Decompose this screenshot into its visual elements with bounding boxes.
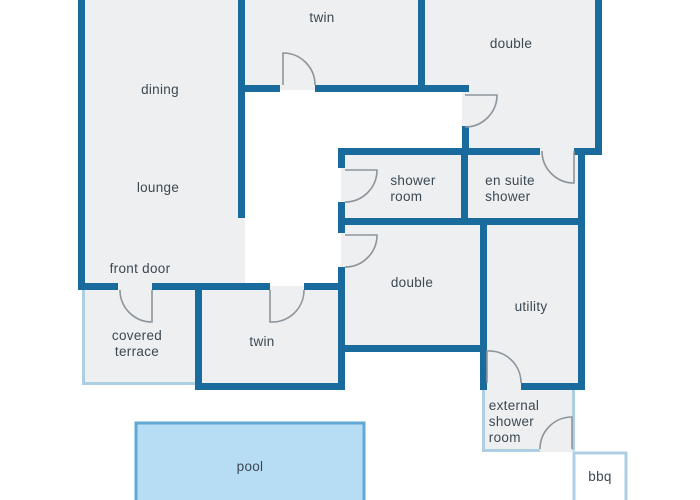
pool-area [134,421,366,500]
door-external-shower [539,416,573,450]
room-en-suite [468,151,582,222]
terrace-border [82,290,195,385]
label-covered-terrace: covered terrace [111,328,163,359]
door-twin-bottom [269,289,305,323]
label-external-shower-room: external shower room [488,398,540,445]
room-covered-terrace [82,286,198,385]
outdoor-structures [82,290,628,500]
door-shower-room [344,169,378,203]
label-double-mid: double [390,275,434,291]
room-fills [80,0,599,452]
walls [78,0,602,390]
label-lounge: lounge [136,180,180,196]
door-en-suite [541,150,575,184]
room-double-top-lower [462,92,599,153]
room-shower [341,151,461,222]
label-pool: pool [236,459,264,475]
door-swings [119,52,575,450]
door-utility [486,350,522,384]
label-dining: dining [141,82,179,98]
room-utility [484,222,582,387]
door-twin-top [282,52,316,86]
room-double-top [421,0,599,92]
bbq-area [572,451,628,500]
label-double-top: double [489,36,533,52]
label-twin-bottom: twin [249,334,275,350]
door-front [119,289,153,323]
room-twin-top [243,0,423,90]
label-en-suite-shower: en suite shower [485,173,535,204]
room-dining-lounge [80,0,245,287]
room-double-mid [341,222,484,349]
door-double-mid [344,234,378,268]
external-shower-border [482,389,575,452]
label-utility: utility [514,299,548,315]
label-shower-room: shower room [390,173,436,204]
label-twin-top: twin [309,10,335,26]
label-bbq: bbq [588,469,612,485]
door-double-top [464,94,498,128]
label-front-door: front door [109,261,171,277]
